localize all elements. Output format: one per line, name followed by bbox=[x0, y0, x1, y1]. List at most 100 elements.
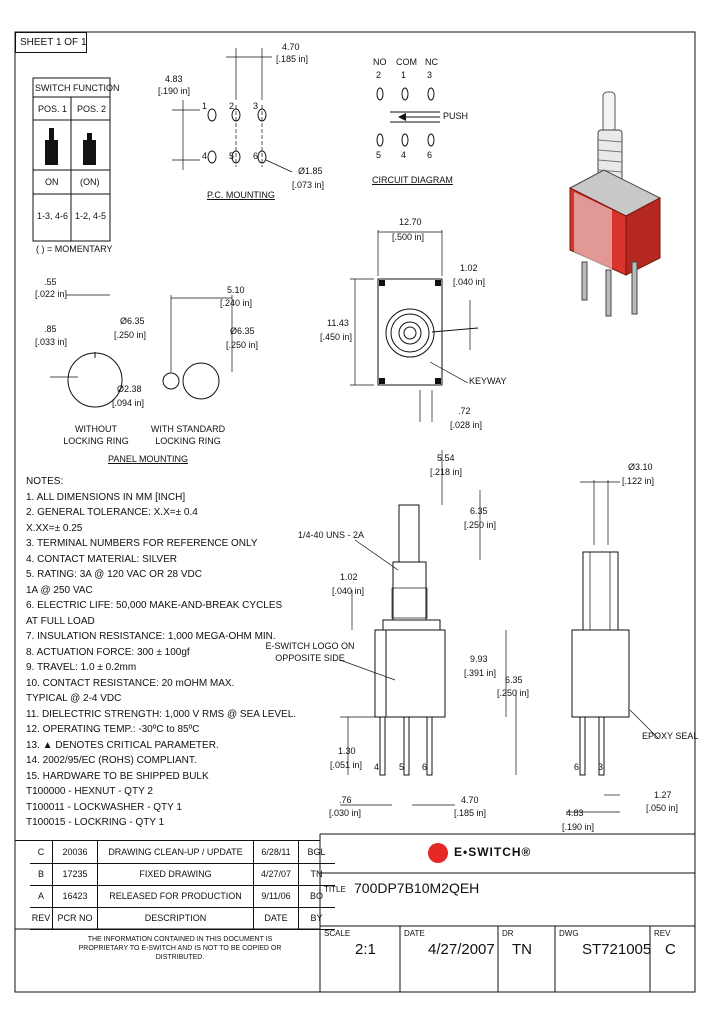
revision-row: C 20036 DRAWING CLEAN-UP / UPDATE 6/28/1… bbox=[30, 841, 335, 864]
top-w: 12.70 bbox=[399, 217, 422, 227]
end-c: 4.83 bbox=[566, 808, 584, 818]
panel-d1-in: [.022 in] bbox=[35, 289, 68, 299]
pcr-header: PCR NO bbox=[53, 907, 98, 929]
top-h: 11.43 bbox=[327, 318, 349, 328]
panel-d4: Ø2.38 bbox=[117, 384, 142, 394]
side-b: 6.35 bbox=[470, 506, 488, 516]
e-switch-logo-icon bbox=[428, 843, 448, 863]
panel-d5: 5.10 bbox=[227, 285, 245, 295]
side-h-in: [.185 in] bbox=[454, 808, 487, 818]
top-w-in: [.500 in] bbox=[392, 232, 425, 242]
pc-mounting-label: P.C. MOUNTING bbox=[207, 190, 275, 200]
note-line: 8. ACTUATION FORCE: 300 ± 100gf bbox=[26, 646, 190, 658]
pc-pin-6: 6 bbox=[253, 151, 259, 161]
side-f-in: [.051 in] bbox=[330, 760, 363, 770]
rev-cell: C bbox=[30, 841, 53, 863]
drawn-label: DR bbox=[502, 929, 514, 938]
switch-function-title: SWITCH FUNCTION bbox=[35, 83, 120, 93]
top-kw-in: [.028 in] bbox=[450, 420, 483, 430]
note-line: 3. TERMINAL NUMBERS FOR REFERENCE ONLY bbox=[26, 538, 258, 549]
pos1-terminals: 1-3, 4-6 bbox=[37, 211, 69, 221]
top-k: 1.02 bbox=[460, 263, 478, 273]
date-cell: 4/27/07 bbox=[254, 863, 299, 885]
side-g-in: [.030 in] bbox=[329, 808, 362, 818]
circuit-bottom-num-2: 4 bbox=[401, 150, 407, 160]
end-b: 1.27 bbox=[654, 790, 672, 800]
side-logo-note: E-SWITCH LOGO ON OPPOSITE SIDE bbox=[265, 641, 355, 663]
pc-dim-hole-in: [.073 in] bbox=[292, 180, 325, 190]
switch-render bbox=[568, 91, 662, 317]
note-line: T100015 - LOCKRING - QTY 1 bbox=[26, 817, 165, 828]
pc-pin-3: 3 bbox=[253, 101, 259, 111]
scale-value: 2:1 bbox=[355, 941, 376, 958]
side-d-in: [.391 in] bbox=[464, 668, 497, 678]
circuit-top-num-3: 3 bbox=[427, 70, 433, 80]
note-line: T100011 - LOCKWASHER - QTY 1 bbox=[26, 801, 182, 813]
note-line: TYPICAL @ 2-4 VDC bbox=[26, 693, 122, 704]
end-a-in: [.122 in] bbox=[622, 476, 655, 486]
note-line: 1A @ 250 VAC bbox=[26, 584, 93, 596]
panel-mounting-diagram bbox=[50, 294, 233, 408]
date-label: DATE bbox=[404, 929, 425, 938]
pc-dim-top: 4.70 bbox=[282, 42, 300, 52]
note-line: 14. 2002/95/EC (ROHS) COMPLIANT. bbox=[26, 755, 197, 766]
panel-d1: .55 bbox=[44, 277, 57, 287]
pc-dim-left-in: [.190 in] bbox=[158, 86, 191, 96]
side-e-in: [.250 in] bbox=[497, 688, 530, 698]
by-header: BY bbox=[310, 913, 323, 923]
circuit-diagram bbox=[376, 87, 440, 147]
side-pin-4: 4 bbox=[374, 762, 380, 772]
note-line: 9. TRAVEL: 1.0 ± 0.2mm bbox=[26, 662, 137, 673]
side-b-in: [.250 in] bbox=[464, 520, 497, 530]
side-d: 9.93 bbox=[470, 654, 488, 664]
revision-row: A 16423 RELEASED FOR PRODUCTION 9/11/06 … bbox=[30, 885, 335, 908]
note-line: 15. HARDWARE TO BE SHIPPED BULK bbox=[26, 770, 209, 782]
panel-with-ring: WITH STANDARD LOCKING RING bbox=[150, 424, 226, 446]
side-e: 6.35 bbox=[505, 675, 523, 685]
momentary-footnote: ( ) = MOMENTARY bbox=[36, 244, 113, 254]
panel-d2: .85 bbox=[44, 324, 57, 334]
pc-pin-4: 4 bbox=[202, 151, 208, 161]
side-a: 5.54 bbox=[437, 453, 455, 463]
pc-dim-hole: Ø1.85 bbox=[298, 166, 323, 176]
sheet-label: SHEET 1 OF 1 bbox=[20, 37, 87, 48]
sheet-box: SHEET 1 OF 1 bbox=[15, 32, 87, 53]
circuit-nc-label: NC bbox=[425, 57, 438, 67]
description-cell: RELEASED FOR PRODUCTION bbox=[98, 885, 254, 907]
note-line: 6. ELECTRIC LIFE: 50,000 MAKE-AND-BREAK … bbox=[26, 600, 283, 611]
pc-pin-2: 2 bbox=[229, 101, 235, 111]
side-h: 4.70 bbox=[461, 795, 479, 805]
note-line: 12. OPERATING TEMP.: -30ºC to 85ºC bbox=[26, 724, 200, 735]
by-cell: BGL bbox=[307, 847, 326, 857]
top-h-in: [.450 in] bbox=[320, 332, 353, 342]
pos2-header: POS. 2 bbox=[77, 104, 107, 114]
panel-mounting-label: PANEL MOUNTING bbox=[108, 454, 189, 464]
note-line: AT FULL LOAD bbox=[26, 615, 95, 627]
date-cell: 9/11/06 bbox=[254, 885, 299, 907]
rev-cell: B bbox=[30, 863, 53, 885]
pc-dim-top-in: [.185 in] bbox=[276, 54, 309, 64]
end-c-in: [.190 in] bbox=[562, 822, 595, 832]
pos2-terminals: 1-2, 4-5 bbox=[75, 211, 107, 221]
note-line: 5. RATING: 3A @ 120 VAC OR 28 VDC bbox=[26, 569, 202, 580]
end-pin-3: 3 bbox=[598, 762, 604, 772]
side-g: .76 bbox=[339, 795, 352, 805]
pos1-state: ON bbox=[45, 177, 59, 187]
rev-value: C bbox=[665, 941, 676, 958]
description-cell: DRAWING CLEAN-UP / UPDATE bbox=[98, 841, 254, 863]
top-keyway: KEYWAY bbox=[469, 376, 507, 386]
switch-function-table bbox=[32, 77, 111, 242]
circuit-push: PUSH bbox=[443, 111, 469, 121]
end-b-in: [.050 in] bbox=[646, 803, 679, 813]
drawing-border bbox=[14, 31, 696, 993]
pos1-header: POS. 1 bbox=[38, 104, 68, 114]
note-line: NOTES: bbox=[26, 476, 64, 487]
by-cell: TN bbox=[310, 869, 323, 879]
circuit-bottom-num-1: 5 bbox=[376, 150, 382, 160]
panel-d5-in: [.240 in] bbox=[220, 298, 253, 308]
dwg-value: ST721005 bbox=[582, 941, 652, 958]
panel-d6: Ø6.35 bbox=[230, 326, 255, 336]
revision-table: C 20036 DRAWING CLEAN-UP / UPDATE 6/28/1… bbox=[15, 840, 335, 930]
revision-header-row: REV PCR NO DESCRIPTION DATE BY bbox=[30, 907, 335, 930]
side-thread: 1/4-40 UNS - 2A bbox=[298, 530, 365, 540]
